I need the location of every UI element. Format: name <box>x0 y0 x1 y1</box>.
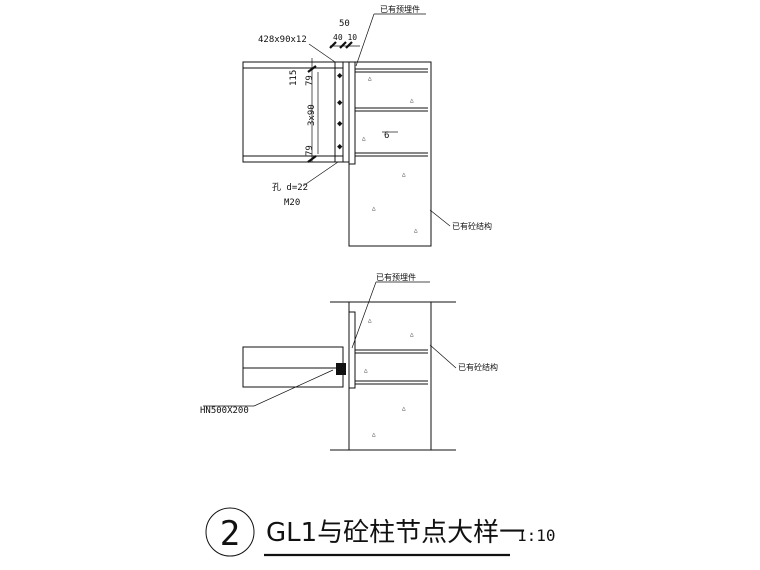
bottom-connection-plate <box>336 363 346 375</box>
bottom-concrete-specks: △ △ △ △ △ <box>364 317 414 438</box>
shear-plate <box>334 61 350 163</box>
svg-text:△: △ <box>402 405 406 412</box>
svg-text:◆: ◆ <box>337 98 343 108</box>
top-beam-end <box>242 61 344 163</box>
bottom-embedded-plate <box>348 311 356 389</box>
dim-3x90: 3x90 <box>307 104 317 126</box>
bottom-beam <box>242 346 344 388</box>
detail-scale: 1:10 <box>517 526 556 545</box>
bottom-concrete-label: 已有砼结构 <box>458 362 498 372</box>
weld-size: 6 <box>384 131 389 141</box>
svg-text:△: △ <box>362 135 366 142</box>
top-labels: 已有预埋件 428x90x12 50 40 10 115 79 3x90 79 … <box>258 4 492 231</box>
dim-50: 50 <box>339 19 350 29</box>
plate-size-label: 428x90x12 <box>258 35 307 45</box>
beam-section-label: HN500X200 <box>200 406 249 416</box>
bottom-embedded-label: 已有预埋件 <box>376 272 416 282</box>
svg-text:◆: ◆ <box>337 142 343 152</box>
bottom-concrete-column <box>348 301 432 451</box>
top-concrete-specks: △ △ △ △ △ △ <box>362 75 418 234</box>
top-anchor-bars <box>355 68 428 157</box>
detail-number-circle <box>205 507 255 557</box>
svg-text:△: △ <box>364 367 368 374</box>
dim-79-bottom: 79 <box>305 145 315 156</box>
detail-number: 2 <box>220 514 240 554</box>
dim-79-top: 79 <box>305 75 315 86</box>
bolt-symbols: ◆ ◆ ◆ ◆ <box>337 71 343 152</box>
svg-text:△: △ <box>414 227 418 234</box>
top-detail: △ △ △ △ △ △ ◆ ◆ ◆ ◆ <box>242 13 451 247</box>
svg-text:◆: ◆ <box>337 71 343 81</box>
detail-title: GL1与砼柱节点大样一 <box>266 518 525 548</box>
svg-text:△: △ <box>372 431 376 438</box>
svg-text:△: △ <box>410 97 414 104</box>
bottom-labels: 已有预埋件 已有砼结构 HN500X200 <box>200 272 498 416</box>
svg-text:◆: ◆ <box>337 119 343 129</box>
title-block: 2 GL1与砼柱节点大样一 1:10 <box>205 507 556 557</box>
dim-115: 115 <box>289 70 299 86</box>
svg-text:△: △ <box>402 171 406 178</box>
dim-40-10: 40 10 <box>333 33 357 42</box>
svg-text:△: △ <box>368 75 372 82</box>
hole-label: 孔 d=22 <box>272 182 308 193</box>
top-embedded-label: 已有预埋件 <box>380 4 420 14</box>
top-concrete-column <box>348 61 432 247</box>
bolt-label: M20 <box>284 198 300 208</box>
top-concrete-label: 已有砼结构 <box>452 221 492 231</box>
bottom-detail: △ △ △ △ △ <box>203 281 457 451</box>
bottom-anchor-bars <box>355 349 428 385</box>
svg-text:△: △ <box>372 205 376 212</box>
svg-text:△: △ <box>368 317 372 324</box>
top-embedded-plate <box>348 61 356 165</box>
svg-text:△: △ <box>410 331 414 338</box>
